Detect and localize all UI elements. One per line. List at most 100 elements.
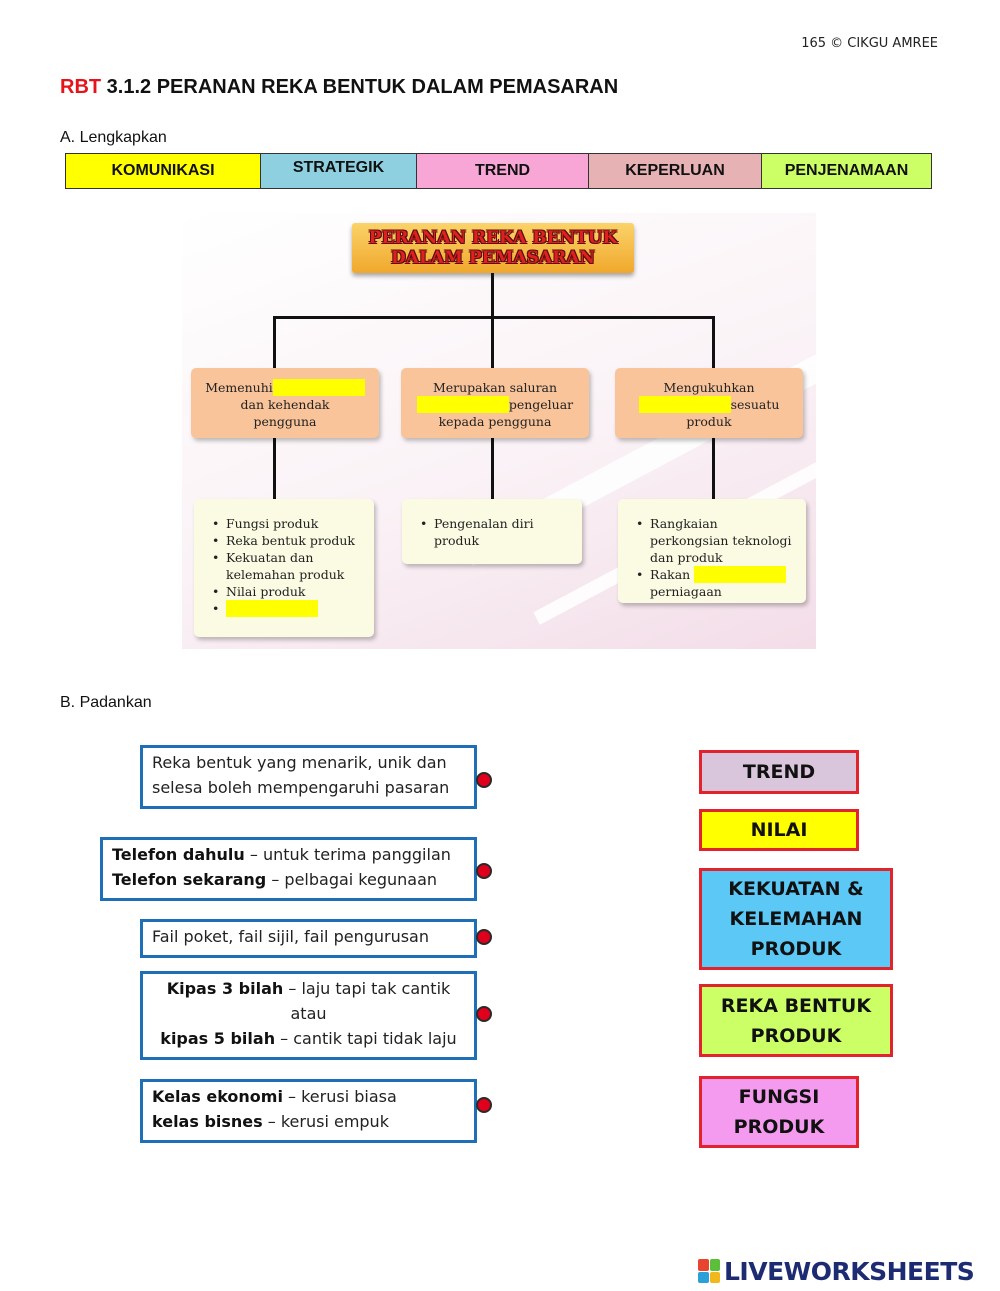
role-text: sesuatu	[730, 397, 780, 412]
points-list: Rangkaian perkongsian teknologi dan prod…	[634, 515, 800, 600]
points-box-middle: Pengenalan diri produk	[402, 499, 582, 564]
page-title: RBT 3.1.2 PERANAN REKA BENTUK DALAM PEMA…	[60, 76, 618, 99]
list-item: Fungsi produk	[210, 515, 368, 532]
list-item-text: perniagaan	[650, 584, 722, 599]
connector-line	[273, 438, 276, 499]
match-dot[interactable]	[476, 772, 492, 788]
word-bank-item[interactable]: KEPERLUAN	[589, 154, 762, 188]
clue-text: – cantik tapi tidak laju	[275, 1029, 457, 1048]
connector-line	[491, 273, 494, 318]
clue-box: Telefon dahulu – untuk terima panggilan …	[100, 837, 477, 901]
connector-line	[491, 438, 494, 499]
word-bank-item[interactable]: TREND	[417, 154, 589, 188]
connector-line	[712, 316, 715, 368]
match-dot[interactable]	[476, 863, 492, 879]
clue-bold-text: Kelas ekonomi	[152, 1087, 283, 1106]
clue-bold-text: kelas bisnes	[152, 1112, 263, 1131]
clue-bold-text: Telefon dahulu	[112, 845, 245, 864]
title-prefix: RBT	[60, 76, 102, 98]
answer-text: TREND	[742, 761, 816, 783]
clue-box: Kipas 3 bilah – laju tapi tak cantik ata…	[140, 971, 477, 1060]
liveworksheets-logo: LIVEWORKSHEETS	[698, 1256, 996, 1286]
connector-line	[491, 316, 494, 368]
clue-bold-text: kipas 5 bilah	[160, 1029, 276, 1048]
role-diagram: PERANAN REKA BENTUK DALAM PEMASARAN Meme…	[182, 213, 816, 649]
match-dot[interactable]	[476, 1006, 492, 1022]
answer-box-trend[interactable]: TREND	[699, 750, 859, 794]
logo-icon	[698, 1259, 720, 1283]
role-box-right: Mengukuhkan sesuatu produk	[615, 368, 803, 438]
word-bank-item[interactable]: PENJENAMAAN	[762, 154, 931, 188]
answer-box-kekuatan[interactable]: KEKUATAN & KELEMAHAN PRODUK	[699, 868, 893, 970]
answer-text: KEKUATAN &	[728, 878, 864, 900]
clue-box: Kelas ekonomi – kerusi biasa kelas bisne…	[140, 1079, 477, 1143]
role-text: kepada pengguna	[438, 414, 552, 429]
answer-text: FUNGSI	[738, 1086, 820, 1108]
blank-field[interactable]	[694, 566, 787, 583]
page-credit: 165 © CIKGU AMREE	[801, 36, 938, 51]
answer-text: PRODUK	[750, 938, 842, 960]
role-text: Merupakan saluran	[432, 380, 558, 395]
list-item: Rangkaian perkongsian teknologi dan prod…	[634, 515, 800, 566]
section-a-label: A. Lengkapkan	[60, 129, 167, 146]
diagram-title-line: PERANAN REKA BENTUK	[368, 228, 618, 248]
word-bank-item[interactable]: STRATEGIK	[261, 154, 417, 188]
role-text: Memenuhi	[205, 380, 273, 395]
connector-line	[712, 438, 715, 499]
answer-text: PRODUK	[750, 1024, 842, 1047]
clue-bold-text: Telefon sekarang	[112, 870, 267, 889]
role-text: Mengukuhkan	[663, 380, 755, 395]
blank-field[interactable]	[226, 600, 318, 617]
section-b-label: B. Padankan	[60, 694, 152, 711]
clue-bold-text: Kipas 3 bilah	[166, 979, 284, 998]
role-text: pengeluar	[508, 397, 574, 412]
clue-text: – laju tapi tak cantik	[283, 979, 451, 998]
points-box-right: Rangkaian perkongsian teknologi dan prod…	[618, 499, 806, 603]
points-list: Fungsi produk Reka bentuk produk Kekuata…	[210, 515, 368, 617]
list-item	[210, 600, 368, 617]
clue-text: Reka bentuk yang menarik, unik dan	[152, 753, 447, 772]
list-item: Kekuatan dan kelemahan produk	[210, 549, 368, 583]
diagram-title-line: DALAM PEMASARAN	[391, 248, 595, 268]
logo-text: LIVEWORKSHEETS	[724, 1256, 975, 1286]
match-dot[interactable]	[476, 1097, 492, 1113]
role-text: pengguna	[253, 414, 317, 429]
clue-box: Fail poket, fail sijil, fail pengurusan	[140, 919, 477, 958]
role-text: produk	[686, 414, 732, 429]
answer-box-fungsi[interactable]: FUNGSI PRODUK	[699, 1076, 859, 1148]
points-box-left: Fungsi produk Reka bentuk produk Kekuata…	[194, 499, 374, 637]
blank-field[interactable]	[416, 396, 509, 413]
list-item: Rakan perniagaan	[634, 566, 800, 600]
connector-line	[273, 316, 276, 368]
clue-text: Fail poket, fail sijil, fail pengurusan	[152, 927, 429, 946]
list-item: Nilai produk	[210, 583, 368, 600]
list-item: Reka bentuk produk	[210, 532, 368, 549]
title-text: 3.1.2 PERANAN REKA BENTUK DALAM PEMASARA…	[101, 76, 619, 98]
role-text: dan kehendak	[240, 397, 330, 412]
clue-text: – untuk terima panggilan	[244, 845, 451, 864]
answer-text: NILAI	[750, 819, 808, 841]
answer-text: PRODUK	[733, 1116, 825, 1138]
role-box-left: Memenuhi dan kehendak pengguna	[191, 368, 379, 438]
answer-box-nilai[interactable]: NILAI	[699, 809, 859, 851]
clue-text: – kerusi empuk	[262, 1112, 389, 1131]
word-bank-item[interactable]: KOMUNIKASI	[66, 154, 261, 188]
role-box-middle: Merupakan saluran pengeluar kepada pengg…	[401, 368, 589, 438]
clue-text: atau	[290, 1004, 327, 1023]
clue-box: Reka bentuk yang menarik, unik dan seles…	[140, 745, 477, 809]
blank-field[interactable]	[272, 379, 365, 396]
diagram-title: PERANAN REKA BENTUK DALAM PEMASARAN	[352, 223, 634, 273]
blank-field[interactable]	[638, 396, 731, 413]
clue-text: – kerusi biasa	[282, 1087, 397, 1106]
connector-line	[273, 316, 715, 319]
list-item-text: Rakan	[650, 567, 691, 582]
list-item: Pengenalan diri produk	[418, 515, 576, 549]
points-list: Pengenalan diri produk	[418, 515, 576, 549]
word-bank: KOMUNIKASI STRATEGIK TREND KEPERLUAN PEN…	[65, 153, 932, 189]
clue-text: selesa boleh mempengaruhi pasaran	[152, 778, 450, 797]
match-dot[interactable]	[476, 929, 492, 945]
answer-text: REKA BENTUK	[720, 994, 872, 1017]
answer-text: KELEMAHAN	[729, 908, 863, 930]
clue-text: – pelbagai kegunaan	[266, 870, 438, 889]
answer-box-reka-bentuk[interactable]: REKA BENTUK PRODUK	[699, 984, 893, 1057]
